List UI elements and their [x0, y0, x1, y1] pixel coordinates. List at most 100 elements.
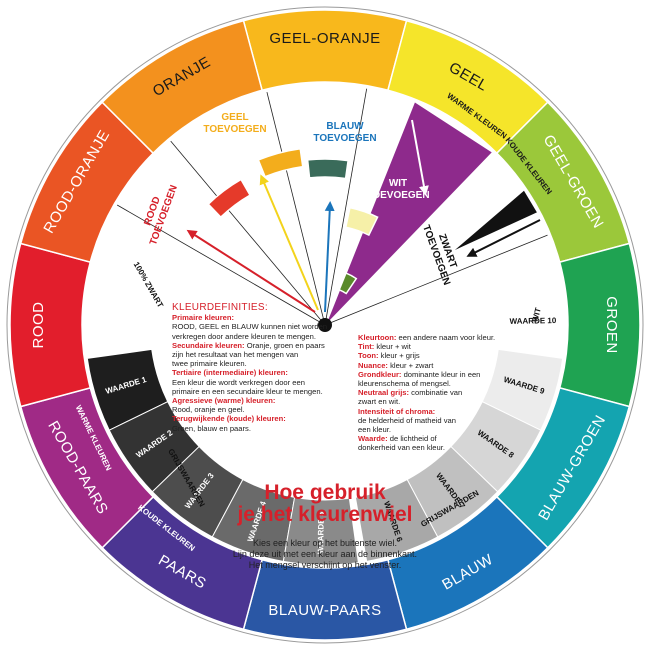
- window-blauw: [306, 158, 349, 180]
- definitions_right-line: donkerheid van een kleur.: [358, 443, 508, 452]
- definitions-heading: KLEURDEFINITIES:: [172, 302, 268, 313]
- segment-geel-oranje-label: GEEL-ORANJE: [269, 30, 380, 47]
- term: Nuance:: [358, 360, 388, 370]
- definition: de helderheid of matheid van: [358, 415, 456, 425]
- definition: donkerheid van een kleur.: [358, 443, 445, 453]
- howto-title-line-2: je het kleurenwiel: [237, 503, 413, 526]
- definitions_right-line: zwart en wit.: [358, 397, 508, 406]
- definitions_left-line: verkregen door andere kleuren te mengen.: [172, 332, 332, 341]
- definitions_left-line: Secundaire kleuren: Oranje, groen en paa…: [172, 341, 332, 350]
- window-label-geel-line-2: TOEVOEGEN: [203, 124, 266, 135]
- grayscale-waarde-3: [151, 445, 244, 538]
- term: Toon:: [358, 351, 379, 361]
- definitions_left-line: Tertiaire (intermediaire) kleuren:: [172, 368, 332, 377]
- definitions_left-line: Terugwijkende (koude) kleuren:: [172, 414, 332, 423]
- term: Tint:: [358, 342, 375, 352]
- arrow-red: [186, 229, 316, 313]
- definitions-left: KLEURDEFINITIES: Primaire kleuren:ROOD, …: [172, 302, 332, 433]
- window-label-wit-line-2: TOEVOEGEN: [366, 190, 429, 201]
- definition: dominante kleur in een: [401, 369, 481, 379]
- divider-line: [266, 92, 326, 326]
- segment-groen[interactable]: [558, 242, 641, 408]
- definition: twee primaire kleuren.: [172, 359, 247, 369]
- center-pivot[interactable]: [318, 318, 332, 332]
- definitions_left-line: primaire en een secundaire kleur te meng…: [172, 387, 332, 396]
- term: Kleurtoon:: [358, 333, 397, 342]
- howto-instructions: Kies een kleur op het buitenste wiel. Li…: [185, 538, 465, 571]
- howto-title: Hoe gebruik je het kleurenwiel: [200, 482, 450, 526]
- window-label-geel-line-1: GEEL: [221, 112, 248, 123]
- definition: verkregen door andere kleuren te mengen.: [172, 331, 316, 341]
- definition: zwart en wit.: [358, 397, 401, 407]
- segment-groen-label: GROEN: [603, 296, 620, 354]
- window-zwart: [338, 272, 358, 295]
- arrow-yel: [259, 174, 319, 311]
- grayscale-waarde-5: [282, 496, 359, 566]
- definition: primaire en een secundaire kleur te meng…: [172, 386, 323, 396]
- segment-blauw-paars[interactable]: [242, 558, 408, 641]
- definition: kleur + zwart: [387, 360, 434, 370]
- definition: kleur + grijs: [378, 351, 420, 361]
- segment-geel-oranje[interactable]: [242, 9, 408, 92]
- definitions-right: Kleurtoon: een andere naam voor kleur.Ti…: [358, 333, 508, 453]
- term: Neutraal grijs:: [358, 388, 410, 398]
- term: Tertiaire (intermediaire) kleuren:: [172, 368, 288, 378]
- term: Intensiteit of chroma:: [358, 406, 436, 416]
- term: Primaire kleuren:: [172, 313, 235, 323]
- definitions_left-line: zijn het resultaat van het mengen van: [172, 350, 332, 359]
- grayscale-label-1: WAARDE 10: [510, 316, 557, 326]
- window-label-wit-line-1: WIT: [389, 178, 407, 189]
- definition: een kleur.: [358, 425, 391, 435]
- term: Terugwijkende (koude) kleuren:: [172, 414, 286, 424]
- definitions_left-line: twee primaire kleuren.: [172, 359, 332, 368]
- howto-text-line-2: Lijn deze uit met een kleur aan de binne…: [232, 549, 418, 559]
- definitions_right-line: Nuance: kleur + zwart: [358, 361, 508, 370]
- definition: kleurenschema of mengsel.: [358, 379, 451, 389]
- segment-oranje[interactable]: [101, 19, 264, 155]
- segment-rood-label: ROOD: [30, 302, 47, 349]
- segment-blauw-paars-label: BLAUW-PAARS: [268, 602, 381, 619]
- definition: Groen, blauw en paars.: [172, 423, 251, 433]
- label-wit: WIT: [530, 307, 543, 324]
- definition: een andere naam voor kleur.: [396, 333, 496, 342]
- grayscale-waarde-4: [211, 478, 296, 562]
- divider-line: [116, 204, 326, 326]
- definition: Oranje, groen en paars: [244, 340, 325, 350]
- grayscale-waarde-6: [354, 478, 439, 562]
- definitions_left-line: ROOD, GEEL en BLAUW kunnen niet worden: [172, 322, 332, 331]
- definitions_right-line: Intensiteit of chroma:: [358, 407, 508, 416]
- definition: combinatie van: [409, 388, 463, 398]
- window-pointers: [186, 119, 541, 332]
- definition: Een kleur die wordt verkregen door een: [172, 377, 305, 387]
- definitions_left-line: Agressieve (warme) kleuren:: [172, 396, 332, 405]
- definitions_right-line: Kleurtoon: een andere naam voor kleur.: [358, 333, 508, 342]
- definitions_right-line: kleurenschema of mengsel.: [358, 379, 508, 388]
- window-label-blauw-line-1: BLAUW: [326, 121, 364, 132]
- violet-pointer: [327, 102, 492, 323]
- arrow-blu: [324, 201, 335, 313]
- term: Secundaire kleuren:: [172, 340, 245, 350]
- definitions_left-line: Primaire kleuren:: [172, 313, 332, 322]
- definitions_right-line: Tint: kleur + wit: [358, 342, 508, 351]
- term: Waarde:: [358, 434, 388, 444]
- howto-text-line-3: Het mengsel verschijnt op het venster.: [248, 560, 402, 570]
- divider-line: [324, 234, 548, 326]
- definitions_left-line: Groen, blauw en paars.: [172, 424, 332, 433]
- howto-title-line-1: Hoe gebruik: [264, 481, 386, 504]
- window-rood: [207, 178, 252, 219]
- howto-text-line-1: Kies een kleur op het buitenste wiel.: [252, 538, 398, 548]
- segment-rood[interactable]: [9, 242, 92, 408]
- definitions_right-line: de helderheid of matheid van: [358, 416, 508, 425]
- definitions_right-line: Waarde: de lichtheid of: [358, 434, 508, 443]
- definition: kleur + wit: [374, 342, 411, 352]
- definitions_right-line: Neutraal grijs: combinatie van: [358, 388, 508, 397]
- definition: Rood, oranje en geel.: [172, 405, 245, 415]
- window-wit: [344, 206, 379, 237]
- black-pointer: [454, 190, 537, 250]
- grayscale-waarde-2: [108, 401, 200, 493]
